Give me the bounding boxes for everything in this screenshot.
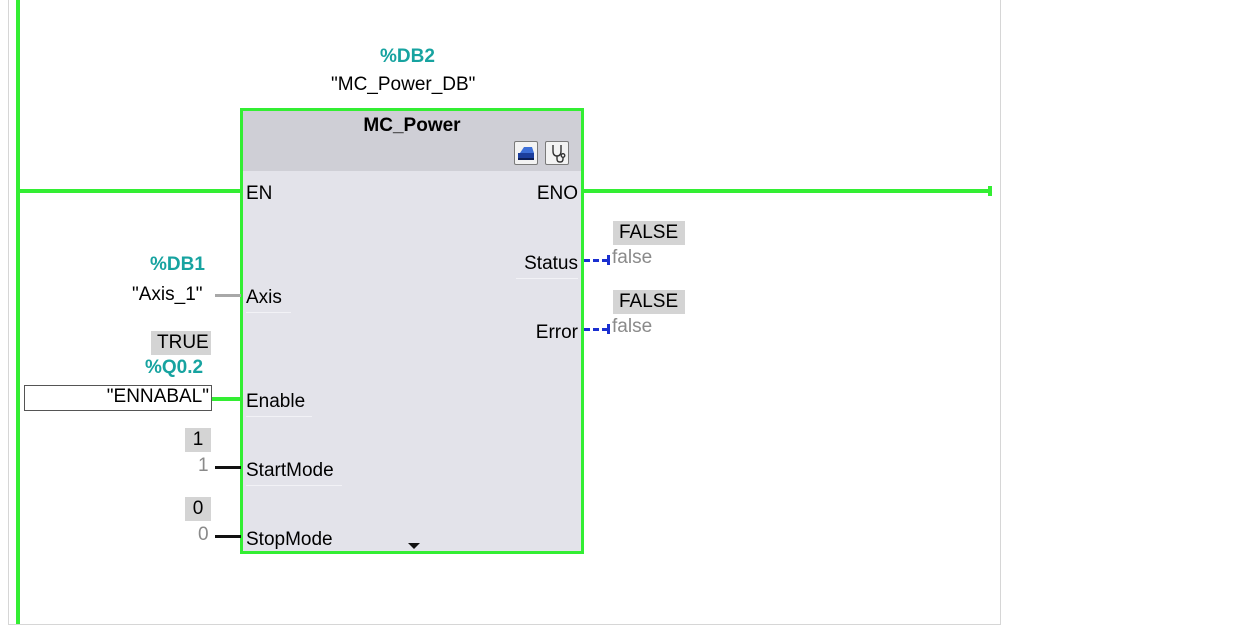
enable-power-flow-line [212, 397, 241, 401]
pin-separator [516, 278, 578, 279]
pin-separator [246, 485, 342, 486]
pin-separator [246, 312, 291, 313]
start-mode-value[interactable]: 1 [198, 455, 209, 476]
error-value[interactable]: false [612, 316, 653, 337]
error-wire [584, 328, 608, 331]
enable-address[interactable]: %Q0.2 [145, 357, 204, 378]
pin-en[interactable]: EN [246, 183, 273, 204]
mc-power-block[interactable]: MC_Power EN Axis Enable StartMode StopMo… [240, 108, 584, 554]
stop-mode-wire [215, 535, 241, 538]
status-wire-end [607, 255, 610, 265]
status-value[interactable]: false [612, 247, 653, 268]
en-power-flow-line [18, 189, 241, 193]
status-monitor-value: FALSE [613, 221, 685, 245]
axis-wire [215, 294, 241, 297]
pin-stop-mode[interactable]: StopMode [246, 529, 333, 550]
enable-monitor-value: TRUE [151, 331, 211, 355]
pin-axis[interactable]: Axis [246, 287, 282, 308]
enable-operand[interactable]: "ENNABAL" [24, 385, 212, 411]
expand-block-arrow-icon[interactable] [408, 543, 420, 549]
eno-line-end-marker [988, 186, 992, 196]
pin-start-mode[interactable]: StartMode [246, 460, 334, 481]
instance-db-address[interactable]: %DB2 [380, 46, 435, 67]
pin-status[interactable]: Status [524, 253, 578, 274]
stop-mode-value[interactable]: 0 [198, 524, 209, 545]
pin-eno[interactable]: ENO [536, 183, 578, 204]
left-power-rail [16, 0, 20, 624]
status-wire [584, 259, 608, 262]
axis-operand[interactable]: "Axis_1" [132, 284, 203, 305]
error-wire-end [607, 324, 610, 334]
pin-error[interactable]: Error [535, 322, 578, 343]
start-mode-monitor-value: 1 [185, 428, 211, 452]
start-mode-wire [215, 466, 241, 469]
error-monitor-value: FALSE [613, 290, 685, 314]
axis-address[interactable]: %DB1 [150, 254, 205, 275]
interface-icon[interactable] [514, 141, 538, 165]
diagnostics-stethoscope-icon[interactable] [545, 141, 569, 165]
eno-power-flow-line [583, 189, 992, 193]
pin-enable[interactable]: Enable [246, 391, 306, 412]
block-type-name[interactable]: MC_Power [363, 115, 461, 136]
instance-db-name[interactable]: "MC_Power_DB" [331, 74, 476, 95]
stop-mode-monitor-value: 0 [185, 497, 211, 521]
pin-separator [246, 416, 312, 417]
network-frame [8, 0, 1001, 625]
